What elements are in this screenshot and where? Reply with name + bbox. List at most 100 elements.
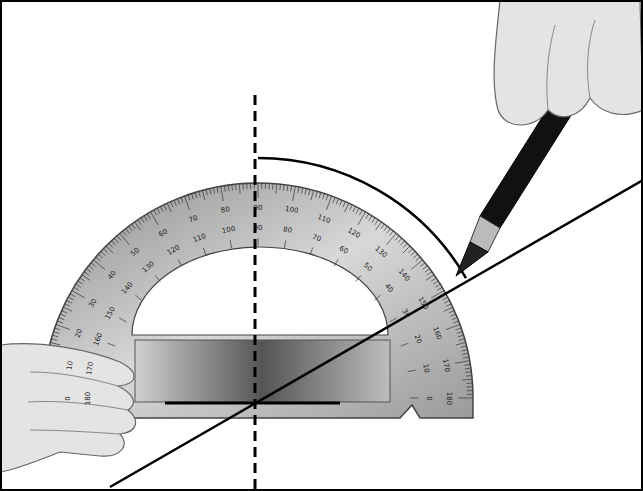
scale-tick bbox=[160, 206, 163, 211]
scale-tick bbox=[398, 238, 402, 242]
scale-tick bbox=[426, 275, 434, 281]
scale-tick bbox=[457, 332, 463, 334]
scale-number: 130 bbox=[373, 246, 388, 260]
scale-tick bbox=[138, 220, 141, 225]
scale-tick bbox=[203, 248, 206, 256]
scale-tick bbox=[410, 398, 418, 399]
scale-tick bbox=[78, 281, 83, 284]
scale-tick bbox=[98, 254, 102, 258]
scale-tick bbox=[57, 321, 63, 323]
scale-number: 180 bbox=[85, 391, 92, 404]
scale-tick bbox=[467, 386, 473, 387]
scale-number: 140 bbox=[121, 281, 135, 296]
scale-tick bbox=[452, 317, 458, 319]
scale-tick bbox=[366, 214, 369, 219]
scale-tick bbox=[456, 342, 466, 345]
scale-number: 160 bbox=[431, 326, 442, 341]
scale-tick bbox=[202, 190, 205, 200]
scale-tick bbox=[462, 379, 472, 381]
scale-tick bbox=[462, 350, 468, 351]
scale-tick bbox=[56, 324, 70, 329]
scale-tick bbox=[279, 184, 281, 190]
scale-tick bbox=[108, 343, 116, 346]
dashed-reference-line bbox=[254, 95, 257, 491]
scale-tick bbox=[326, 196, 331, 210]
scale-tick bbox=[446, 304, 451, 307]
scale-tick bbox=[456, 328, 462, 330]
scale-tick bbox=[117, 236, 121, 241]
scale-tick bbox=[465, 371, 471, 373]
scale-tick bbox=[210, 189, 211, 195]
scale-tick bbox=[66, 300, 71, 303]
scale-tick bbox=[458, 335, 464, 337]
scale-tick bbox=[258, 183, 259, 198]
scale-tick bbox=[408, 249, 412, 253]
scale-tick bbox=[381, 224, 385, 229]
scale-number: 50 bbox=[130, 247, 141, 258]
scale-tick bbox=[319, 192, 321, 198]
scale-tick bbox=[109, 243, 113, 247]
scale-tick bbox=[301, 188, 302, 194]
scale-tick bbox=[147, 214, 150, 219]
scale-tick bbox=[359, 210, 362, 215]
scale-tick bbox=[258, 238, 259, 246]
scale-number: 140 bbox=[397, 269, 411, 284]
scale-tick bbox=[444, 300, 449, 303]
scale-tick bbox=[356, 275, 361, 281]
scale-tick bbox=[141, 218, 144, 223]
scale-tick bbox=[120, 233, 130, 244]
scale-tick bbox=[55, 328, 61, 330]
scale-tick bbox=[60, 314, 66, 316]
scale-tick bbox=[459, 339, 465, 341]
scale-number: 160 bbox=[93, 332, 104, 347]
scale-tick bbox=[375, 220, 378, 225]
scale-tick bbox=[188, 195, 190, 201]
scale-tick bbox=[63, 307, 72, 311]
scale-tick bbox=[86, 269, 91, 273]
scale-tick bbox=[272, 184, 273, 190]
scale-tick bbox=[54, 332, 60, 334]
protractor-window bbox=[135, 340, 390, 402]
scale-tick bbox=[195, 192, 197, 198]
scale-tick bbox=[70, 294, 75, 297]
scale-tick bbox=[340, 200, 342, 206]
scale-tick bbox=[230, 240, 231, 248]
scale-tick bbox=[395, 236, 399, 241]
scale-tick bbox=[443, 297, 448, 300]
scale-tick bbox=[224, 186, 226, 192]
angle-ray bbox=[110, 180, 643, 487]
scale-number: 10 bbox=[421, 363, 429, 373]
scale-tick bbox=[358, 212, 366, 225]
scale-tick bbox=[119, 318, 126, 322]
scale-tick bbox=[284, 240, 285, 248]
protractor-cutout bbox=[132, 247, 388, 335]
scale-tick bbox=[465, 368, 471, 370]
scale-tick bbox=[345, 203, 349, 212]
scale-number: 0 bbox=[65, 396, 72, 400]
scale-tick bbox=[305, 189, 306, 195]
scale-tick bbox=[181, 197, 183, 203]
finger-lines bbox=[28, 372, 128, 434]
scale-number: 110 bbox=[193, 233, 208, 244]
scale-tick bbox=[413, 254, 417, 258]
scale-number: 80 bbox=[220, 207, 230, 215]
scale-tick bbox=[376, 222, 382, 230]
scale-tick bbox=[96, 257, 101, 261]
scale-tick bbox=[350, 205, 353, 210]
scale-tick bbox=[356, 208, 359, 213]
scale-number: 70 bbox=[311, 233, 322, 243]
scale-tick bbox=[59, 317, 65, 319]
scale-tick bbox=[265, 183, 266, 189]
scale-number: 100 bbox=[221, 226, 235, 235]
scale-tick bbox=[401, 241, 405, 245]
scale-number: 30 bbox=[88, 297, 99, 308]
scale-tick bbox=[333, 197, 335, 203]
scale-tick bbox=[68, 297, 73, 300]
scale-tick bbox=[463, 357, 469, 358]
scale-tick bbox=[246, 183, 247, 189]
scale-tick bbox=[353, 206, 356, 211]
scale-tick bbox=[231, 185, 233, 191]
scale-tick bbox=[450, 314, 456, 316]
scale-tick bbox=[206, 189, 207, 195]
scale-tick bbox=[336, 199, 338, 205]
